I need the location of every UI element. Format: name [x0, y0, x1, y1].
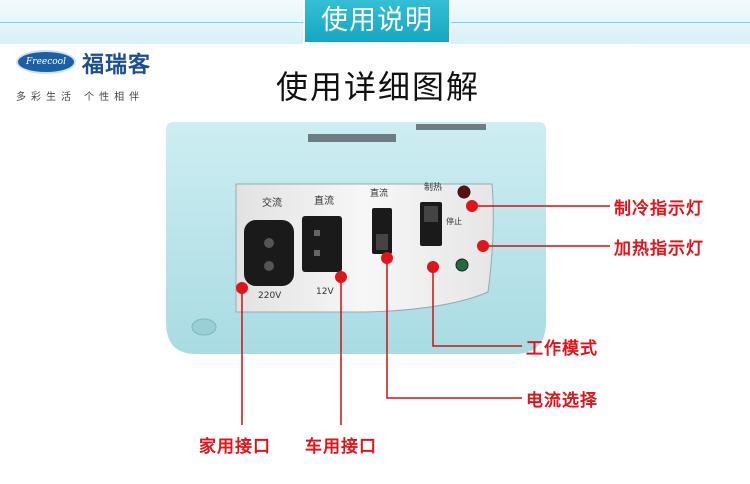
label-current-select: 电流选择 — [526, 391, 598, 411]
page-title: 使用详细图解 — [276, 68, 481, 106]
vent-slot — [308, 134, 396, 142]
dc-socket-icon — [302, 216, 342, 272]
header-title: 使用说明 — [303, 0, 451, 44]
vent-slot — [416, 124, 486, 130]
heating-led-icon — [455, 258, 469, 272]
stop-mark: 停止 — [446, 216, 462, 226]
label-cooling-light: 制冷指示灯 — [614, 199, 704, 219]
device-photo: 交流 220V 直流 12V 直流 制热 停止 — [166, 122, 546, 354]
dot-heating — [477, 240, 489, 252]
label-heating-light: 加热指示灯 — [614, 239, 704, 259]
ac-mark: 交流 — [262, 196, 282, 209]
foot-slot — [191, 318, 217, 336]
switch2-mark: 制热 — [424, 181, 442, 193]
switch1-mark: 直流 — [370, 187, 388, 199]
label-work-mode: 工作模式 — [526, 339, 598, 359]
dc-mark: 直流 — [314, 194, 334, 207]
brand-name: 福瑞客 — [82, 53, 152, 78]
dot-cooling — [466, 200, 478, 212]
dot-car — [335, 271, 347, 283]
brand-logo: Freecool — [16, 50, 76, 74]
dot-current — [381, 252, 393, 264]
dc-voltage: 12V — [316, 287, 334, 297]
label-home-socket: 家用接口 — [199, 437, 271, 457]
dot-mode — [427, 261, 439, 273]
ac-socket-icon — [244, 220, 294, 286]
label-car-socket: 车用接口 — [305, 437, 377, 457]
ac-voltage: 220V — [258, 291, 282, 301]
brand-slogan: 多彩生活 个性相伴 — [16, 92, 145, 103]
cooling-led-icon — [457, 185, 471, 199]
dot-home — [236, 282, 248, 294]
